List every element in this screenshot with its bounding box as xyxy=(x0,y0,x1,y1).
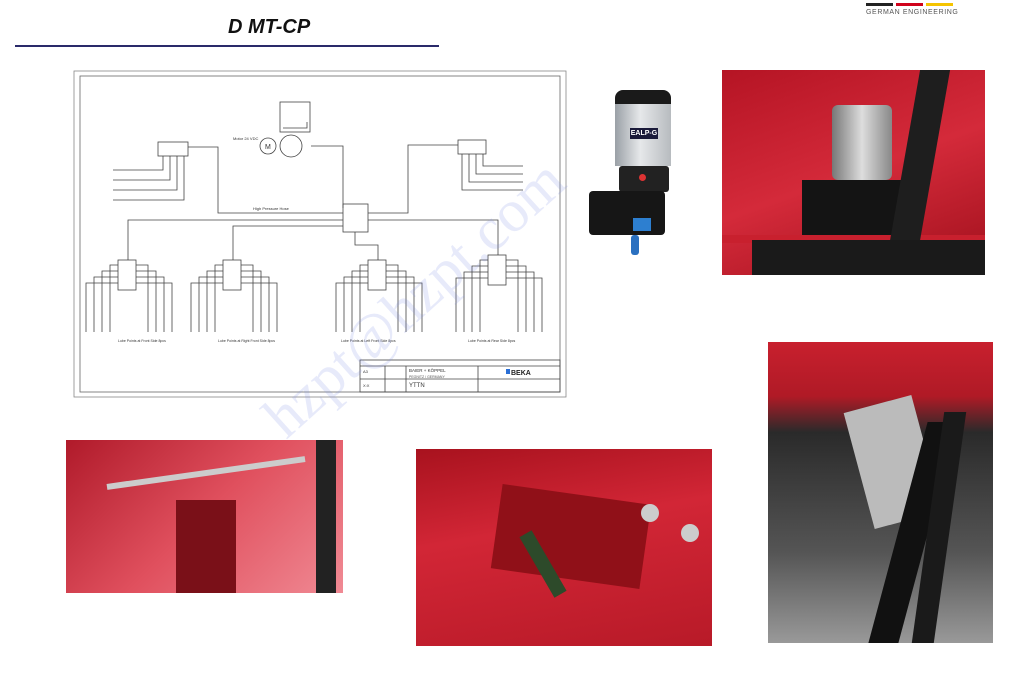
lube-line xyxy=(479,259,488,332)
lube-line xyxy=(241,270,262,332)
lube-line xyxy=(190,282,223,332)
photo-wiring xyxy=(416,449,712,646)
lube-line xyxy=(93,276,118,332)
lube-line xyxy=(506,259,519,332)
lube-line xyxy=(386,270,407,332)
motor-label: Motor 24 VDC xyxy=(233,136,258,141)
lube-line xyxy=(475,154,523,175)
lube-line xyxy=(386,282,423,332)
page-title: D MT-CP xyxy=(228,16,311,38)
hose-label: High Pressure Hose xyxy=(253,206,290,211)
format-label: A3 xyxy=(363,369,369,374)
lube-group-label: Lube Points at Rear Side 8pcs xyxy=(468,339,516,343)
logo-bar-red xyxy=(896,3,923,6)
lube-line xyxy=(359,264,368,332)
lube-line xyxy=(386,264,399,332)
lube-line xyxy=(136,276,165,332)
lube-line xyxy=(85,282,118,332)
project-label: YTTN xyxy=(409,383,425,389)
lube-line xyxy=(241,264,254,332)
lube-line xyxy=(109,264,118,332)
lube-line xyxy=(113,156,171,181)
lube-line xyxy=(343,276,368,332)
lube-line xyxy=(198,276,223,332)
lube-line xyxy=(386,276,415,332)
motor-symbol: M xyxy=(265,144,271,151)
lube-line xyxy=(214,264,223,332)
lube-line xyxy=(468,154,523,183)
pump-label: EALP-G xyxy=(630,128,658,139)
lube-line xyxy=(463,271,488,332)
lube-line xyxy=(461,154,523,191)
logo-text: GERMAN ENGINEERING xyxy=(866,9,959,16)
lube-line xyxy=(113,156,178,191)
photo-distributor xyxy=(66,440,343,593)
lube-line xyxy=(206,270,223,332)
title-underline xyxy=(15,45,439,47)
lube-line xyxy=(506,265,527,332)
lube-line xyxy=(101,270,118,332)
company-label: BAIER + KÖPPEL xyxy=(409,367,446,373)
lube-line xyxy=(241,282,278,332)
lube-group-label: Lube Points at Right Front Side 8pcs xyxy=(218,339,275,343)
lube-group-label: Lube Points at Left Front Side 8pcs xyxy=(341,339,396,343)
lube-line xyxy=(113,156,185,201)
lube-line xyxy=(241,276,270,332)
lube-line xyxy=(351,270,368,332)
location-label: PEGNITZ / GERMANY xyxy=(409,375,445,379)
pump-image: EALP-G xyxy=(587,88,705,258)
photo-pump-installed xyxy=(722,70,985,275)
title-block: A3 X:X BAIER + KÖPPEL PEGNITZ / GERMANY … xyxy=(359,359,561,393)
lube-line xyxy=(455,277,488,332)
lube-line xyxy=(506,277,543,332)
lube-line xyxy=(113,156,164,171)
scale-label: X:X xyxy=(363,383,370,388)
logo-bar-gold xyxy=(926,3,953,6)
logo-bar-black xyxy=(866,3,893,6)
lube-group-label: Lube Points at Front Side 8pcs xyxy=(118,339,166,343)
lube-line xyxy=(506,271,535,332)
lube-line xyxy=(136,282,173,332)
lube-line xyxy=(136,270,157,332)
lube-line xyxy=(482,154,523,167)
lubrication-schematic: M Motor 24 VDC High Pressure Hose Lube P… xyxy=(73,70,567,398)
lube-line xyxy=(471,265,488,332)
brand-logo: BEKA xyxy=(511,370,531,377)
lube-line xyxy=(136,264,149,332)
lube-line xyxy=(335,282,368,332)
photo-hose-fittings xyxy=(768,342,993,643)
